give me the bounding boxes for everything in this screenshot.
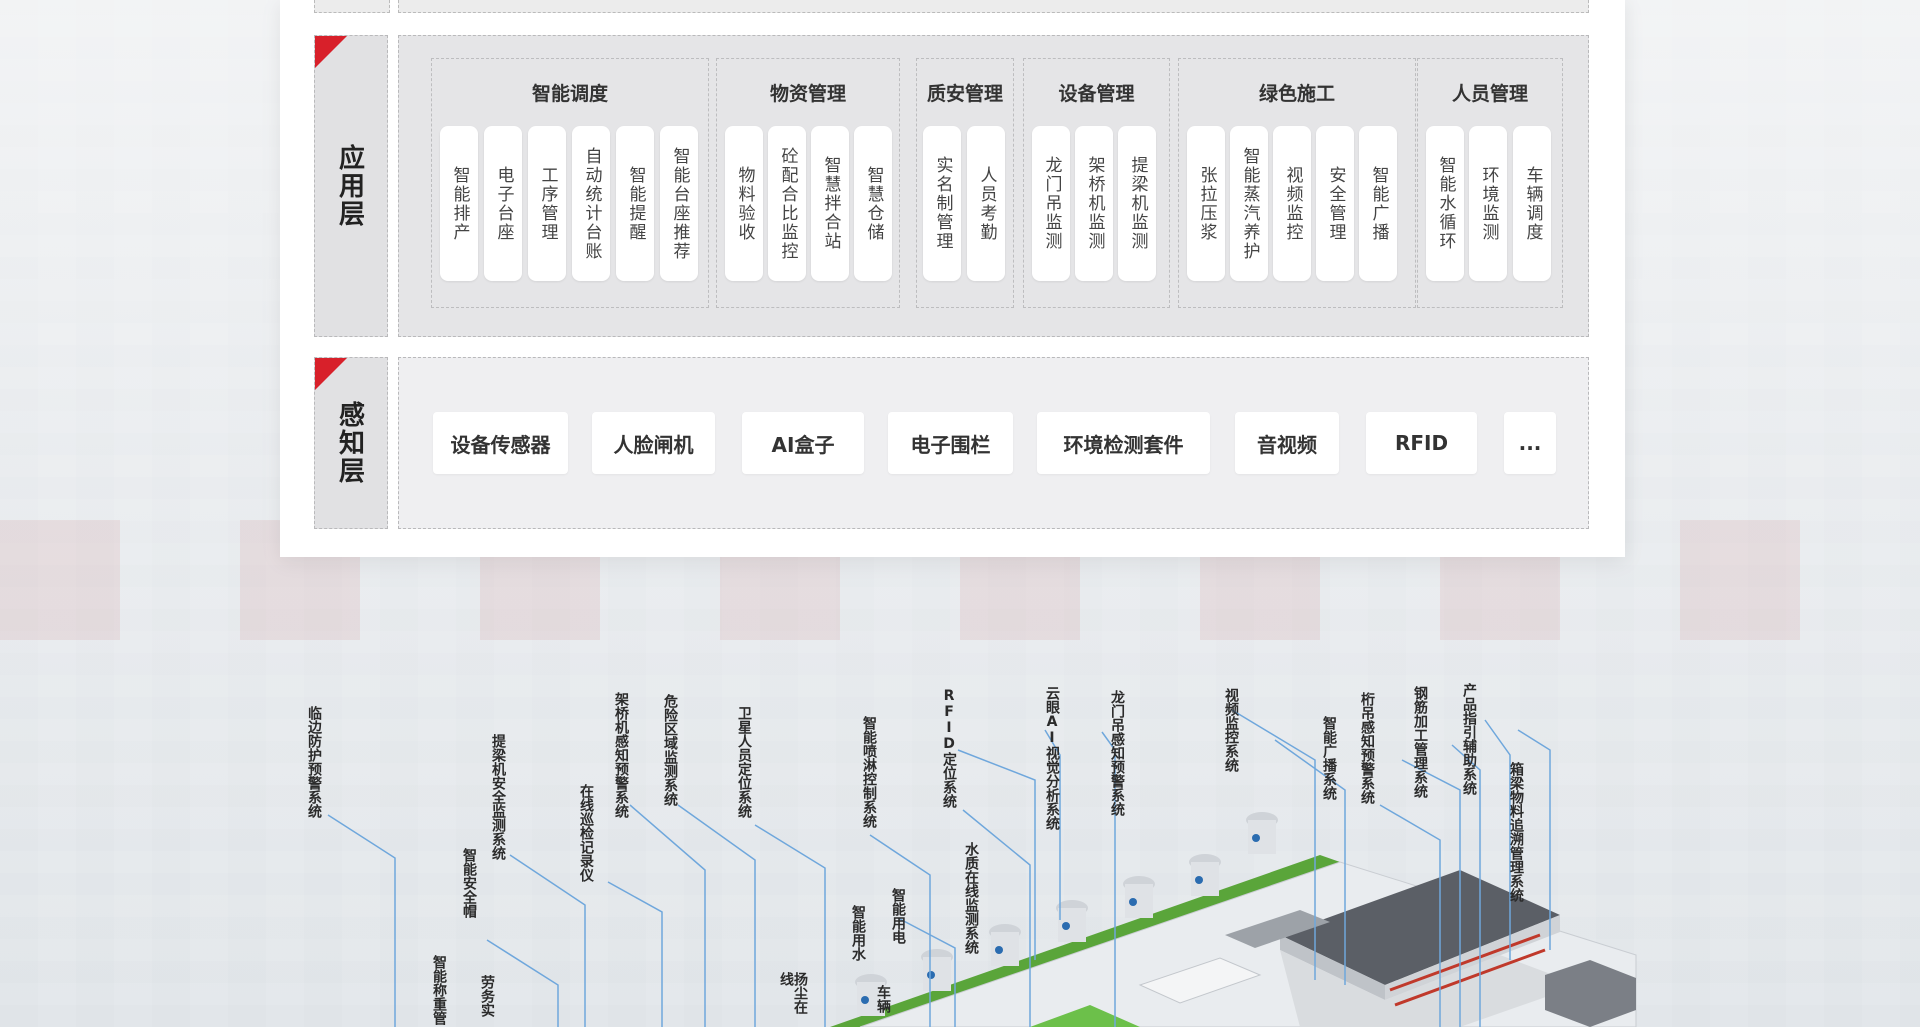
group-title: 物资管理 bbox=[769, 83, 846, 105]
module-card[interactable]: 智能排产 bbox=[440, 126, 478, 281]
sense-layer-body: 设备传感器 人脸闸机 AI盒子 电子围栏 环境检测套件 音视频 RFID ... bbox=[398, 357, 1589, 529]
module-card[interactable]: 视频监控 bbox=[1273, 126, 1311, 281]
module-card[interactable]: 物料验收 bbox=[725, 126, 763, 281]
module-card[interactable]: 智能水循环 bbox=[1426, 126, 1464, 281]
module-card[interactable]: 张拉压浆 bbox=[1187, 126, 1225, 281]
previous-layer-label-stub bbox=[314, 0, 390, 13]
corner-accent bbox=[315, 36, 347, 68]
group-quality-safety: 质安管理 实名制管理 人员考勤 bbox=[916, 58, 1014, 308]
group-smart-dispatch: 智能调度 智能排产 电子台座 工序管理 自动统计台账 智能提醒 智能台座推荐 bbox=[431, 58, 709, 308]
group-title: 质安管理 bbox=[926, 83, 1003, 105]
module-card[interactable]: 自动统计台账 bbox=[572, 126, 610, 281]
red-gantry bbox=[1389, 933, 1546, 1007]
group-green-construction: 绿色施工 张拉压浆 智能蒸汽养护 视频监控 安全管理 智能广播 bbox=[1178, 58, 1416, 308]
diagram-label: 产品指引辅助系统 bbox=[1461, 683, 1477, 795]
diagram-label: 视频监控系统 bbox=[1223, 688, 1239, 772]
module-card[interactable]: 智能提醒 bbox=[616, 126, 654, 281]
module-card[interactable]: 车辆调度 bbox=[1513, 126, 1551, 281]
sensor-chip[interactable]: 环境检测套件 bbox=[1037, 412, 1210, 474]
diagram-label: 智能用水 bbox=[850, 905, 866, 961]
sensor-chip[interactable]: 设备传感器 bbox=[433, 412, 568, 474]
field-patch bbox=[1030, 1005, 1140, 1027]
previous-layer-body-stub bbox=[398, 0, 1589, 13]
camera-towers bbox=[855, 812, 1278, 1016]
equipment-rack bbox=[1225, 910, 1330, 948]
diagram-label: 劳务实 bbox=[479, 975, 495, 1017]
factory-lower bbox=[1280, 950, 1580, 1027]
diagram-label: 桁吊感知预警系统 bbox=[1359, 692, 1375, 804]
diagram-label: 车辆 bbox=[875, 985, 891, 1013]
module-card[interactable]: 智慧仓储 bbox=[854, 126, 892, 281]
group-title: 设备管理 bbox=[1058, 83, 1135, 105]
module-card[interactable]: 智能广播 bbox=[1359, 126, 1397, 281]
module-card[interactable]: 智慧拌合站 bbox=[811, 126, 849, 281]
sensor-chip[interactable]: 音视频 bbox=[1235, 412, 1339, 474]
sense-layer-title: 感知层 bbox=[335, 401, 366, 485]
factory-roof bbox=[1280, 870, 1560, 985]
sensor-chip-more[interactable]: ... bbox=[1504, 412, 1556, 474]
group-title: 智能调度 bbox=[531, 83, 608, 105]
group-personnel: 人员管理 智能水循环 环境监测 车辆调度 bbox=[1417, 58, 1563, 308]
diagram-label: RFID定位系统 bbox=[941, 688, 957, 808]
module-card[interactable]: 龙门吊监测 bbox=[1032, 126, 1070, 281]
diagram-label: 卫星人员定位系统 bbox=[736, 706, 752, 818]
app-layer-label: 应用层 bbox=[314, 35, 388, 337]
module-card[interactable]: 提梁机监测 bbox=[1118, 126, 1156, 281]
factory-wall bbox=[1280, 935, 1385, 1000]
diagram-label: 智能广播系统 bbox=[1321, 716, 1337, 800]
leader-lines bbox=[327, 709, 1551, 1027]
module-card[interactable]: 砼配合比监控 bbox=[768, 126, 806, 281]
module-card[interactable]: 环境监测 bbox=[1469, 126, 1507, 281]
group-equipment: 设备管理 龙门吊监测 架桥机监测 提梁机监测 bbox=[1023, 58, 1170, 308]
diagram-label: 危险区域监测系统 bbox=[662, 694, 678, 806]
module-card[interactable]: 人员考勤 bbox=[967, 126, 1005, 281]
sensor-chip[interactable]: AI盒子 bbox=[742, 412, 864, 474]
diagram-label: 智能用电 bbox=[890, 888, 906, 944]
diagram-label: 钢筋加工管理系统 bbox=[1412, 686, 1428, 798]
diagram-label: 箱梁物料追溯管理系统 bbox=[1508, 762, 1524, 902]
module-card[interactable]: 架桥机监测 bbox=[1075, 126, 1113, 281]
app-layer-body: 智能调度 智能排产 电子台座 工序管理 自动统计台账 智能提醒 智能台座推荐 物… bbox=[398, 35, 1589, 337]
side-shed bbox=[1545, 960, 1636, 1027]
group-title: 人员管理 bbox=[1451, 83, 1528, 105]
module-card[interactable]: 智能蒸汽养护 bbox=[1230, 126, 1268, 281]
diagram-label: 在线巡检记录仪 bbox=[578, 784, 594, 882]
module-card[interactable]: 工序管理 bbox=[528, 126, 566, 281]
diagram-label: 智能安全帽 bbox=[461, 848, 477, 918]
diagram-label: 扬尘在线 bbox=[778, 972, 808, 1014]
sensor-chip[interactable]: 人脸闸机 bbox=[592, 412, 715, 474]
diagram-label: 架桥机感知预警系统 bbox=[613, 692, 629, 818]
sensor-chip[interactable]: RFID bbox=[1366, 412, 1477, 474]
diagram-label: 智能喷淋控制系统 bbox=[861, 716, 877, 828]
app-layer-title: 应用层 bbox=[335, 144, 366, 228]
sense-layer-label: 感知层 bbox=[314, 357, 388, 529]
diagram-label: 龙门吊感知预警系统 bbox=[1109, 690, 1125, 816]
diagram-label: 提梁机安全监测系统 bbox=[490, 734, 506, 860]
group-materials: 物资管理 物料验收 砼配合比监控 智慧拌合站 智慧仓储 bbox=[716, 58, 900, 308]
module-card[interactable]: 实名制管理 bbox=[923, 126, 961, 281]
storage-building bbox=[1138, 957, 1262, 1004]
module-card[interactable]: 电子台座 bbox=[484, 126, 522, 281]
diagram-label: 临边防护预警系统 bbox=[306, 706, 322, 818]
diagram-label: 水质在线监测系统 bbox=[963, 842, 979, 954]
group-title: 绿色施工 bbox=[1258, 83, 1335, 105]
factory-wall bbox=[1385, 915, 1560, 1000]
module-card[interactable]: 智能台座推荐 bbox=[660, 126, 698, 281]
corner-accent bbox=[315, 358, 347, 390]
module-card[interactable]: 安全管理 bbox=[1316, 126, 1354, 281]
diagram-label: 云眼AI视觉分析系统 bbox=[1044, 686, 1060, 830]
diagram-label: 智能称重管 bbox=[431, 955, 447, 1025]
sensor-chip[interactable]: 电子围栏 bbox=[888, 412, 1013, 474]
